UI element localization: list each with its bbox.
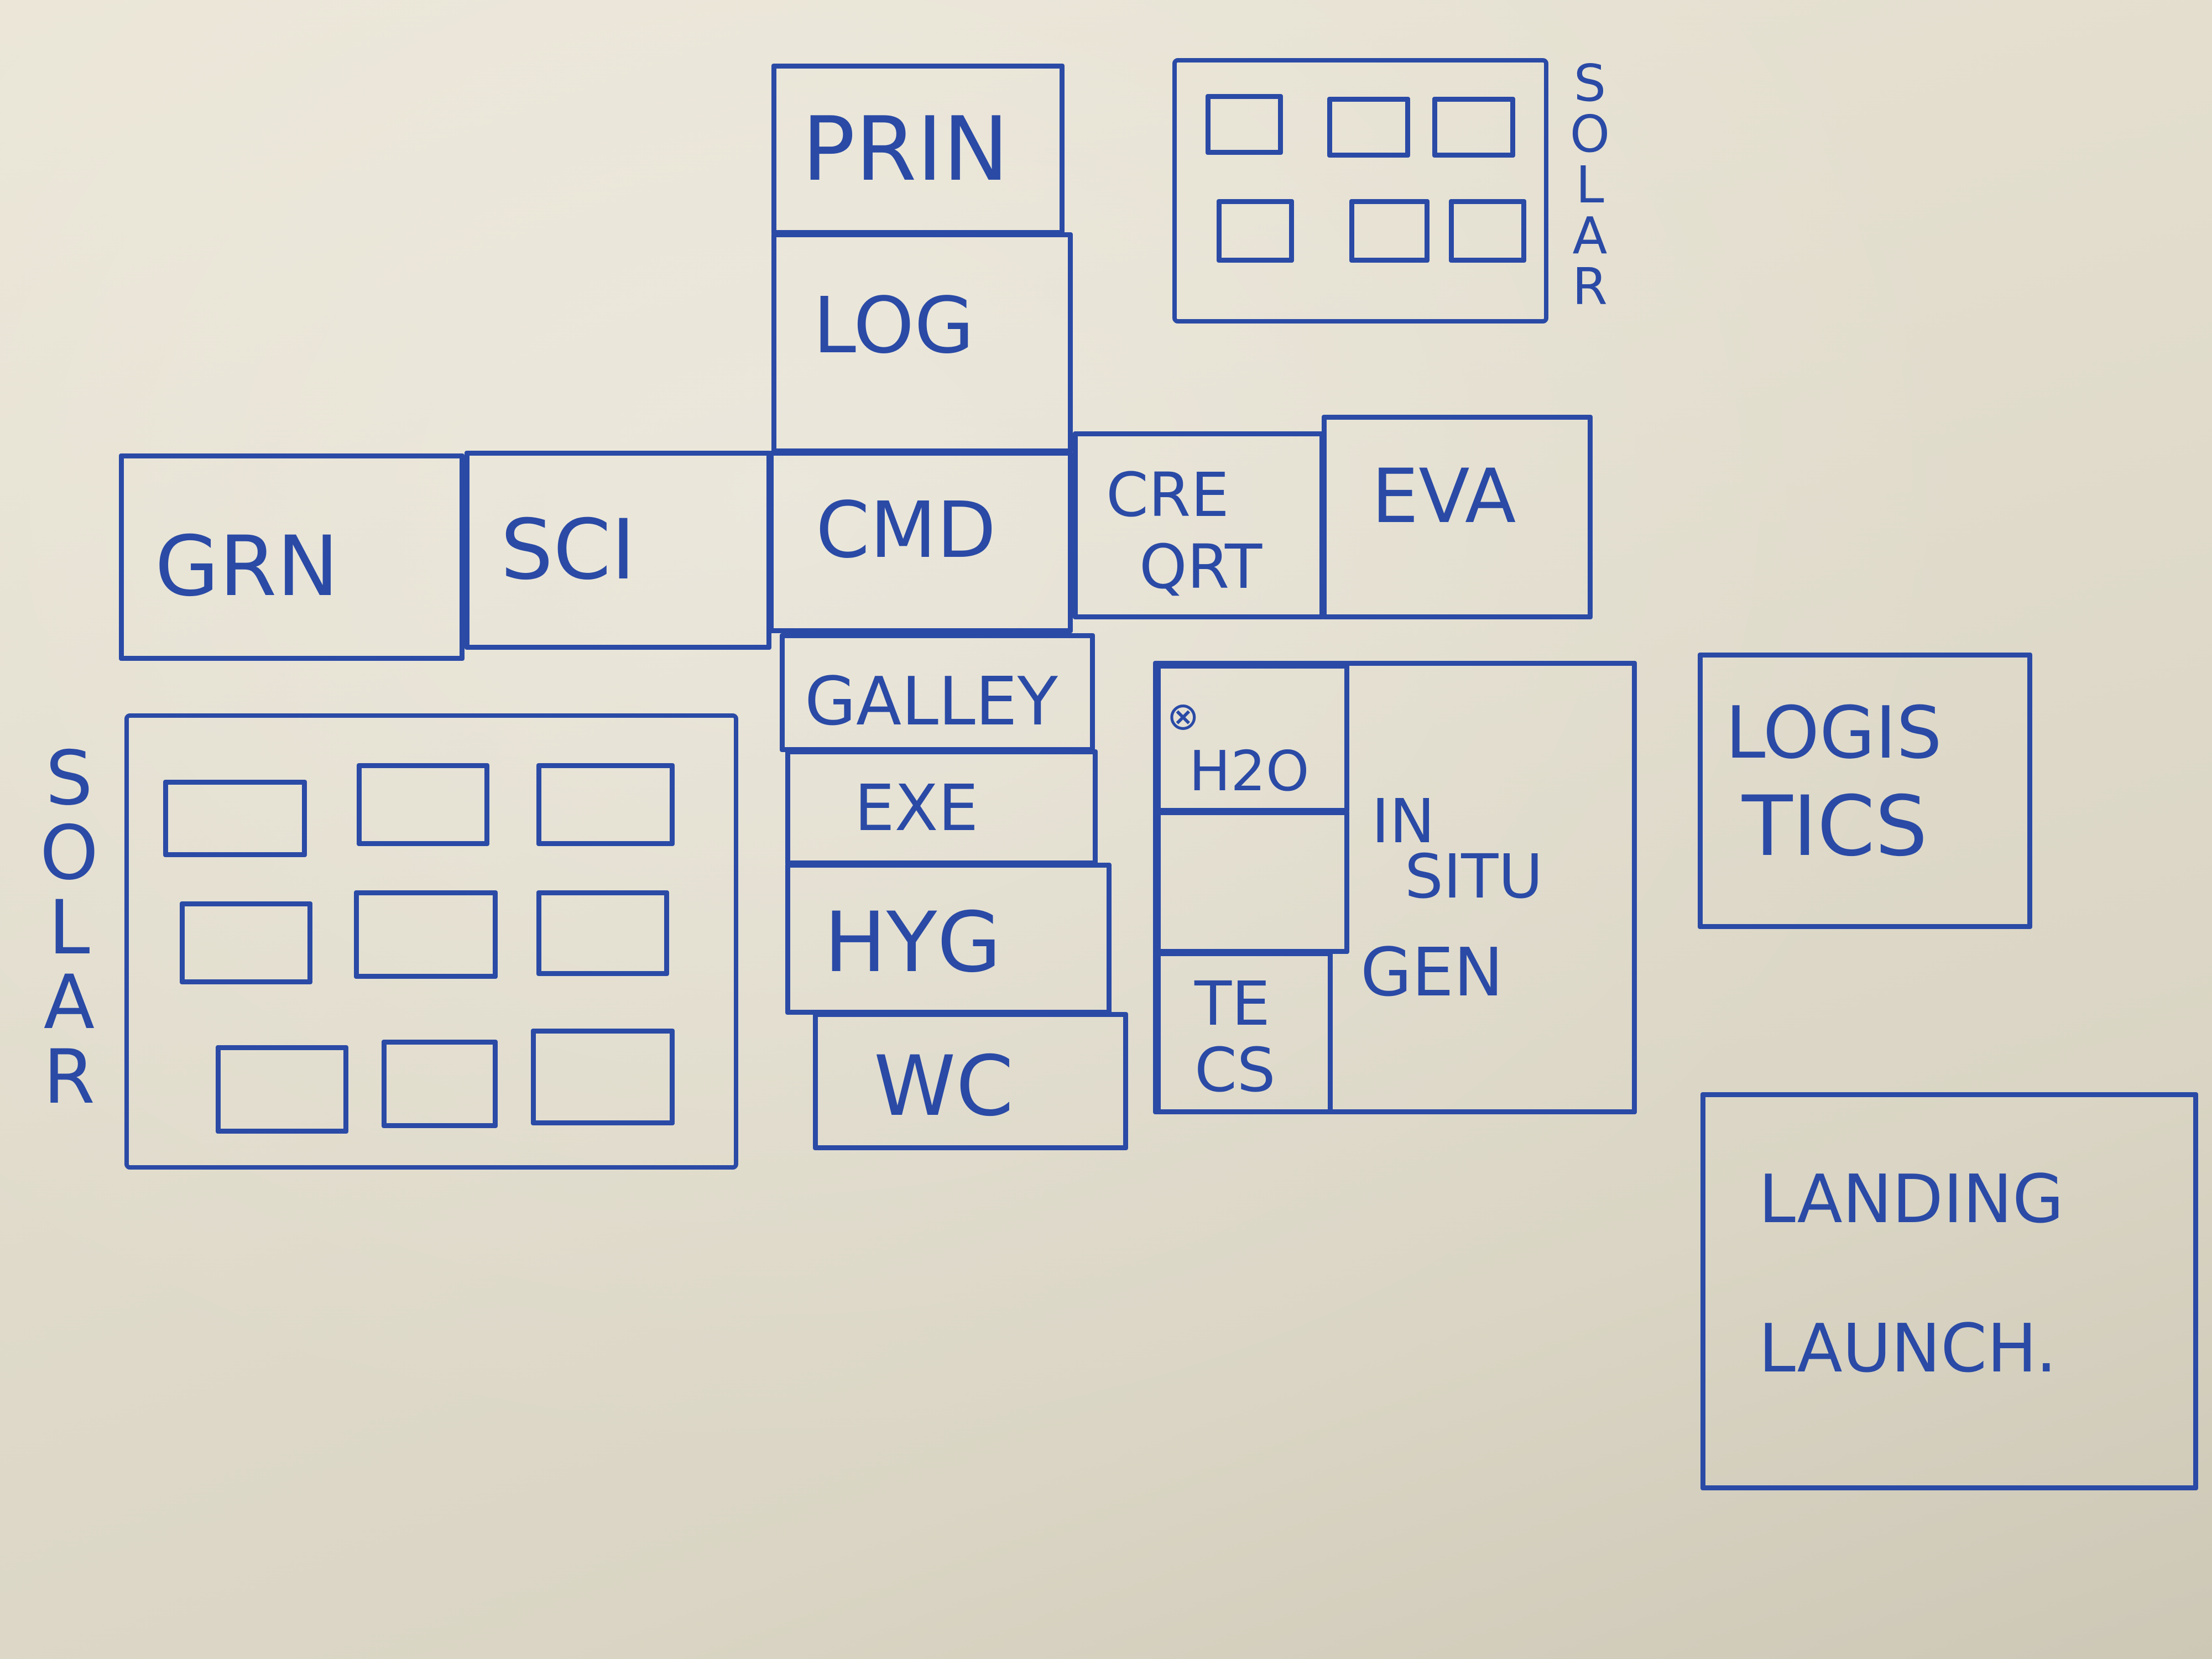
module-eva-label: EVA bbox=[1371, 453, 1516, 540]
module-hyg-label: HYG bbox=[824, 895, 1001, 991]
solar-label-letter: O bbox=[1569, 105, 1610, 164]
module-grn-label: GRN bbox=[155, 519, 339, 615]
solar-cell bbox=[354, 890, 498, 979]
module-h2o-label: H2O bbox=[1189, 739, 1310, 804]
solar-cell bbox=[163, 780, 307, 857]
module-logistics bbox=[1698, 653, 2032, 929]
module-landing-label-2: LAUNCH. bbox=[1759, 1311, 2057, 1387]
solar-label-letter: L bbox=[48, 884, 90, 971]
module-exe-label: EXE bbox=[854, 771, 979, 846]
solar-cell bbox=[1449, 199, 1526, 263]
module-wc-label: WC bbox=[874, 1039, 1014, 1135]
solar-cell bbox=[1217, 199, 1294, 263]
module-prin-label: PRIN bbox=[802, 97, 1009, 201]
solar-cell bbox=[216, 1045, 348, 1134]
solar-cell bbox=[1432, 97, 1515, 158]
module-tecs-label-1: TE bbox=[1194, 968, 1270, 1039]
module-galley-label: GALLEY bbox=[805, 664, 1058, 740]
module-crew-quarters-label-2: QRT bbox=[1139, 531, 1262, 602]
module-grn bbox=[119, 453, 465, 661]
module-landing-label-1: LANDING bbox=[1759, 1161, 2064, 1238]
module-insitu-label-2: SITU bbox=[1405, 841, 1543, 912]
module-log-label: LOG bbox=[813, 281, 974, 371]
module-wc bbox=[813, 1012, 1128, 1150]
solar-cell bbox=[357, 763, 489, 846]
solar-cell bbox=[531, 1029, 675, 1125]
solar-cell bbox=[536, 890, 669, 976]
solar-label-letter: L bbox=[1575, 155, 1604, 215]
solar-label-left: S O L A R bbox=[19, 741, 119, 1114]
module-crew-quarters-label-1: CRE bbox=[1106, 460, 1229, 530]
solar-label-letter: A bbox=[1572, 206, 1608, 265]
solar-label-letter: S bbox=[1573, 54, 1606, 113]
solar-cell bbox=[382, 1040, 498, 1128]
solar-label-letter: R bbox=[1572, 257, 1608, 316]
solar-array-left bbox=[124, 713, 738, 1170]
module-sci-label: SCI bbox=[500, 502, 636, 598]
solar-array-top bbox=[1172, 58, 1548, 324]
module-eva bbox=[1322, 415, 1593, 619]
solar-cell bbox=[1327, 97, 1410, 158]
solar-cell bbox=[1206, 94, 1283, 155]
solar-label-letter: O bbox=[39, 810, 99, 896]
solar-label-letter: R bbox=[43, 1034, 95, 1120]
solar-cell bbox=[536, 763, 675, 846]
module-insitu-label-1: IN bbox=[1371, 786, 1435, 857]
module-logistics-label-2: TICS bbox=[1742, 779, 1928, 875]
module-cmd bbox=[769, 451, 1073, 633]
solar-cell bbox=[180, 901, 312, 984]
module-insitu-gen bbox=[1153, 661, 1637, 1114]
module-tecs bbox=[1156, 951, 1333, 1114]
module-logistics-label-1: LOGIS bbox=[1725, 691, 1942, 775]
solar-label-letter: A bbox=[43, 959, 95, 1046]
module-cmd-label: CMD bbox=[816, 486, 997, 576]
module-insitu-label-3: GEN bbox=[1360, 935, 1504, 1011]
h2o-icon: ⊗ bbox=[1167, 693, 1199, 739]
solar-label-top: S O L A R bbox=[1568, 58, 1612, 312]
solar-cell bbox=[1349, 199, 1430, 263]
module-tecs-label-2: CS bbox=[1194, 1035, 1276, 1105]
module-landing-launch bbox=[1700, 1092, 2198, 1490]
solar-label-letter: S bbox=[45, 735, 93, 822]
module-storage bbox=[1156, 810, 1349, 954]
